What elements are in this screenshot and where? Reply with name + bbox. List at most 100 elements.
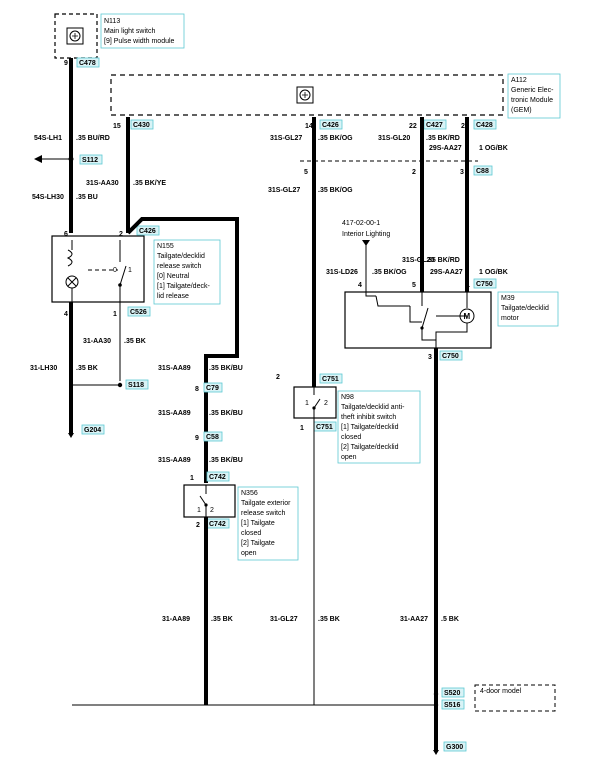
- svg-text:N155: N155: [157, 243, 174, 250]
- svg-text:[2] Tailgate: [2] Tailgate: [241, 540, 275, 547]
- svg-text:[1] Tailgate/deck-: [1] Tailgate/deck-: [157, 283, 210, 290]
- svg-text:417-02-00-1: 417-02-00-1: [342, 220, 380, 227]
- pin-label: 15: [113, 123, 121, 130]
- svg-text:[0] Neutral: [0] Neutral: [157, 273, 190, 280]
- wire-31s-ld26: [365, 240, 376, 297]
- svg-text:Tailgate/decklid anti-: Tailgate/decklid anti-: [341, 404, 405, 411]
- svg-text:open: open: [341, 454, 357, 461]
- svg-text:M39: M39: [501, 295, 515, 302]
- wire-circuit: 29S-AA27: [429, 145, 462, 152]
- connector-label: G204: [84, 427, 101, 434]
- connector-c428: [473, 119, 497, 130]
- connector-c742-top: [206, 471, 230, 482]
- svg-text:[1] Tailgate: [1] Tailgate: [241, 520, 275, 527]
- connector-label: S520: [444, 690, 460, 697]
- wire-circuit: 31S-GL27: [268, 187, 300, 194]
- splice-s520: [433, 691, 439, 697]
- connector-label: C426: [139, 228, 156, 235]
- connector-label: S118: [128, 382, 144, 389]
- wire-circuit: 31S-LD26: [326, 269, 358, 276]
- svg-text:N113: N113: [104, 18, 120, 25]
- wire-spec: .35 BK: [318, 616, 340, 623]
- wire-spec: 1 OG/BK: [479, 145, 508, 152]
- n356-tailgate-exterior-switch: [183, 484, 236, 518]
- switch-position-1: 1: [197, 507, 201, 514]
- svg-text:Main light switch: Main light switch: [104, 28, 155, 35]
- switch-position-2: 2: [324, 400, 328, 407]
- wire-spec: .35 BK/YE: [133, 180, 166, 187]
- pin-label: 5: [412, 282, 416, 289]
- wire-circuit: 31S-GL20: [402, 257, 434, 264]
- pin-label: 4: [358, 282, 362, 289]
- svg-text:release switch: release switch: [157, 263, 201, 270]
- wire-circuit: 31-GL27: [270, 616, 298, 623]
- svg-text:Tailgate/decklid: Tailgate/decklid: [157, 253, 205, 260]
- switch-position-1: 1: [128, 267, 132, 274]
- n356-description: N356 Tailgate exterior release switch [1…: [237, 486, 299, 561]
- svg-text:motor: motor: [501, 315, 520, 322]
- wire-circuit: 31S-AA30: [86, 180, 119, 187]
- svg-text:[9] Pulse width module: [9] Pulse width module: [104, 38, 175, 45]
- wire-spec: .5 BK: [441, 616, 459, 623]
- n155-description: N155 Tailgate/decklid release switch [0]…: [153, 239, 221, 305]
- splice-s516: [433, 702, 439, 708]
- wire-spec: .35 BK/BU: [209, 365, 243, 372]
- connector-label: C526: [130, 309, 147, 316]
- connector-g204: [81, 424, 105, 435]
- svg-text:(GEM): (GEM): [511, 107, 532, 114]
- wire-circuit: 31-AA89: [162, 616, 190, 623]
- wire-spec: .35 BU: [76, 194, 98, 201]
- pin-label: 2: [196, 522, 200, 529]
- wire-circuit: 31S-AA89: [158, 410, 191, 417]
- connector-label: S112: [82, 157, 98, 164]
- connector-c430: [130, 119, 154, 130]
- svg-text:closed: closed: [241, 530, 261, 537]
- switch-position-0: 0: [113, 267, 117, 274]
- svg-text:Interior Lighting: Interior Lighting: [342, 231, 390, 238]
- connector-label: C742: [209, 474, 226, 481]
- svg-text:M: M: [464, 312, 471, 321]
- connector-c58: [203, 431, 223, 442]
- arrow-left-icon: [34, 155, 42, 163]
- pin-label: 9: [64, 60, 68, 67]
- connector-s520: [441, 687, 465, 698]
- wire-circuit: 31-LH30: [30, 365, 57, 372]
- svg-text:4-door model: 4-door model: [480, 688, 522, 695]
- a112-gem-module: [110, 74, 504, 116]
- connector-label: C426: [322, 122, 339, 129]
- connector-label: C79: [206, 385, 219, 392]
- connector-label: C751: [322, 376, 339, 383]
- wire-31s-aa89: [126, 217, 239, 483]
- svg-text:tronic Module: tronic Module: [511, 97, 553, 104]
- pin-label: 1: [190, 475, 194, 482]
- connector-c426: [319, 119, 343, 130]
- interior-lighting-reference: 417-02-00-1 Interior Lighting: [342, 220, 390, 238]
- connector-label: C478: [79, 60, 96, 67]
- ground-icon: [433, 750, 439, 755]
- pin-label: 2: [412, 169, 416, 176]
- pin-label: 5: [304, 169, 308, 176]
- wire-circuit: 31S-AA89: [158, 365, 191, 372]
- connector-c750-top: [473, 278, 497, 289]
- connector-label: C88: [476, 168, 489, 175]
- connector-c478: [76, 57, 100, 68]
- svg-text:Tailgate exterior: Tailgate exterior: [241, 500, 291, 507]
- n98-antitheft-switch: [293, 386, 337, 419]
- connector-c88: [473, 165, 493, 176]
- svg-text:theft inhibit switch: theft inhibit switch: [341, 414, 396, 421]
- wire-circuit: 54S-LH1: [34, 135, 62, 142]
- svg-text:lid release: lid release: [157, 293, 189, 300]
- pin-label: 4: [64, 311, 68, 318]
- splice-s118: [117, 382, 123, 388]
- connector-label: C430: [133, 122, 150, 129]
- connector-s112: [79, 154, 103, 165]
- wire-spec: .35 BK/OG: [318, 187, 353, 194]
- n98-description: N98 Tailgate/decklid anti- theft inhibit…: [337, 390, 421, 464]
- connector-label: C427: [426, 122, 443, 129]
- wire-circuit: 31-AA30: [83, 338, 111, 345]
- n113-description: N113 Main light switch [9] Pulse width m…: [100, 13, 185, 49]
- pin-label: 6: [64, 231, 68, 238]
- connector-label: C750: [476, 281, 493, 288]
- wire-spec: 1 OG/BK: [479, 269, 508, 276]
- wire-spec: .35 BK/OG: [372, 269, 407, 276]
